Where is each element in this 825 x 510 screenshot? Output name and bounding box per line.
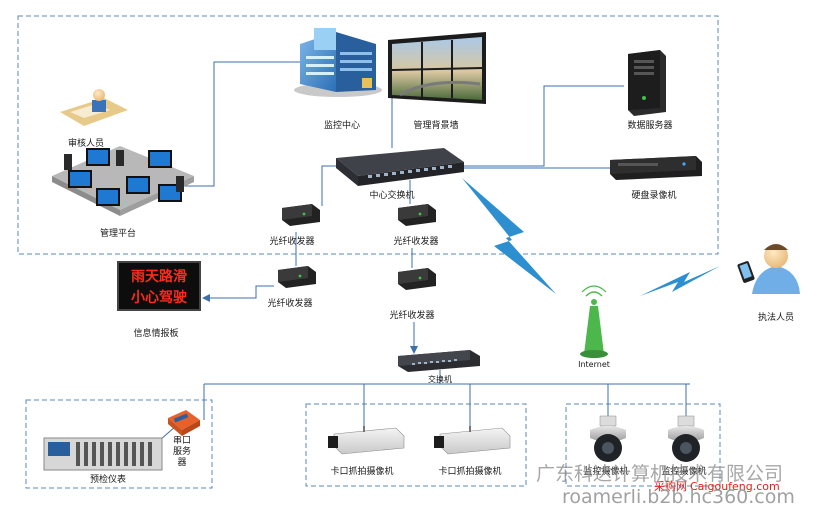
fiber-transceiver-2-icon: [398, 204, 436, 226]
watermark-company: 广东科达计算机技术有限公司: [536, 463, 783, 485]
wireless-link-left: [462, 178, 556, 294]
label-switch: 交换机: [428, 374, 452, 384]
label-checkpoint-cam-2: 卡口抓拍摄像机: [438, 465, 501, 477]
watermark-site-cn: 采购网: [654, 479, 687, 493]
label-monitor-cam-2: 监控摄像机: [661, 465, 706, 477]
reviewer-icon: [60, 89, 128, 126]
label-serial-server-wrap: 串口服务器: [172, 436, 191, 468]
control-center-frame: [17, 15, 719, 255]
switch-icon: [398, 350, 480, 372]
monitor-camera-2-icon: [668, 415, 704, 462]
checkpoint-camera-1-icon: [328, 426, 405, 455]
label-data-server: 数据服务器: [627, 119, 672, 131]
label-core-switch: 中心交换机: [369, 189, 414, 201]
precheck-frame: [25, 399, 213, 489]
law-officer-icon: [737, 244, 800, 294]
fiber-transceiver-1-icon: [282, 204, 320, 226]
label-fiber-1: 光纤收发器: [269, 235, 314, 247]
fiber-transceiver-3-icon: [278, 266, 316, 288]
watermark-domain: roamerli.b2b.hc360.com: [562, 486, 795, 508]
label-monitor-center: 监控中心: [324, 119, 360, 131]
label-fiber-4: 光纤收发器: [389, 309, 434, 321]
management-platform-icon: [52, 146, 194, 216]
led-line-2: 小心驾驶: [131, 289, 187, 306]
label-mgmt-platform: 管理平台: [100, 227, 136, 239]
checkpoint-camera-2-icon: [434, 426, 511, 455]
label-reviewer: 审核人员: [68, 137, 104, 149]
connection-lines: [159, 61, 690, 441]
label-info-board: 信息情报板: [133, 327, 178, 339]
label-fiber-3: 光纤收发器: [267, 297, 312, 309]
label-video-wall: 管理背景墙: [413, 119, 458, 131]
label-precheck: 预检仪表: [90, 473, 126, 485]
precheck-instrument-icon: [43, 437, 163, 471]
monitor-camera-1-icon: [590, 415, 626, 462]
serial-server-icon: [168, 410, 200, 436]
label-internet: Internet: [578, 360, 610, 369]
core-switch-icon: [336, 148, 464, 186]
wireless-link-right: [640, 266, 720, 296]
label-fiber-2: 光纤收发器: [393, 235, 438, 247]
internet-antenna-icon: [580, 285, 608, 358]
fiber-transceiver-4-icon: [398, 268, 436, 290]
video-wall-icon: [388, 32, 486, 104]
monitor-cam-frame: [565, 403, 721, 487]
led-line-1: 雨天路滑: [131, 268, 187, 285]
monitor-center-icon: [294, 28, 382, 97]
label-law-officer: 执法人员: [758, 311, 794, 323]
label-dvr: 硬盘录像机: [631, 189, 676, 201]
checkpoint-frame: [305, 403, 527, 487]
info-board-icon: 雨天路滑 小心驾驶: [117, 261, 201, 311]
data-server-icon: [628, 50, 666, 116]
label-checkpoint-cam-1: 卡口抓拍摄像机: [330, 465, 393, 477]
label-serial-server: 串口服务器: [172, 436, 191, 468]
watermark-site-url: Caigoufeng.com: [690, 480, 780, 493]
label-monitor-cam-1: 监控摄像机: [583, 465, 628, 477]
dvr-icon: [610, 156, 702, 180]
